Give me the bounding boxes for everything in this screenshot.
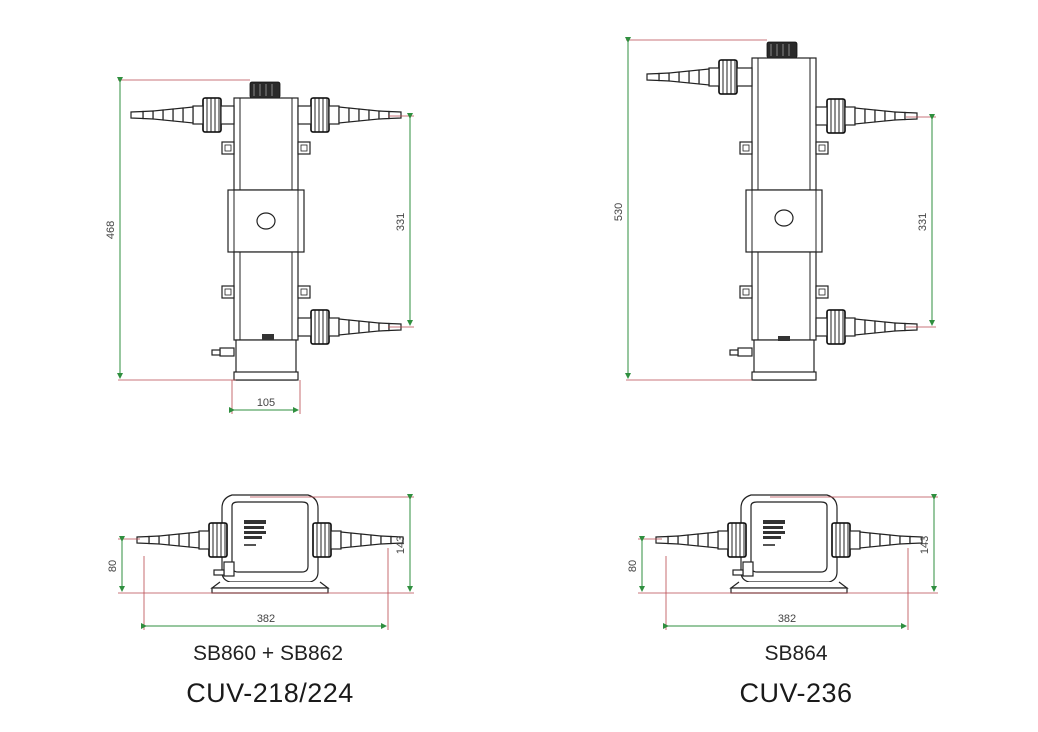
- left-port-spacing-label: 331: [395, 213, 407, 231]
- right-port-spacing-label: 331: [917, 213, 929, 231]
- left-model-name: CUV-218/224: [186, 678, 354, 708]
- dimensions-front-left: [117, 77, 414, 414]
- left-end-length-label: 382: [257, 613, 275, 625]
- left-end-port-height-label: 80: [107, 560, 119, 572]
- left-end-height-label: 143: [395, 536, 407, 554]
- right-model-name: CUV-236: [739, 678, 852, 708]
- right-end-length-label: 382: [778, 613, 796, 625]
- front-view-right: [646, 41, 918, 381]
- left-base-width-label: 105: [257, 397, 275, 409]
- dimensions-end-left: [118, 494, 414, 630]
- right-model-numbers: SB864: [764, 642, 827, 665]
- end-view-right: [655, 494, 923, 594]
- right-end-height-label: 143: [919, 536, 931, 554]
- dimensions-front-right: [625, 37, 936, 381]
- dimensions-end-right: [638, 494, 938, 630]
- right-height-label: 530: [613, 203, 625, 221]
- end-view-left: [136, 494, 404, 594]
- left-model-numbers: SB860 + SB862: [193, 642, 343, 665]
- front-view-left: [130, 81, 402, 381]
- left-height-label: 468: [105, 221, 117, 239]
- right-end-port-height-label: 80: [627, 560, 639, 572]
